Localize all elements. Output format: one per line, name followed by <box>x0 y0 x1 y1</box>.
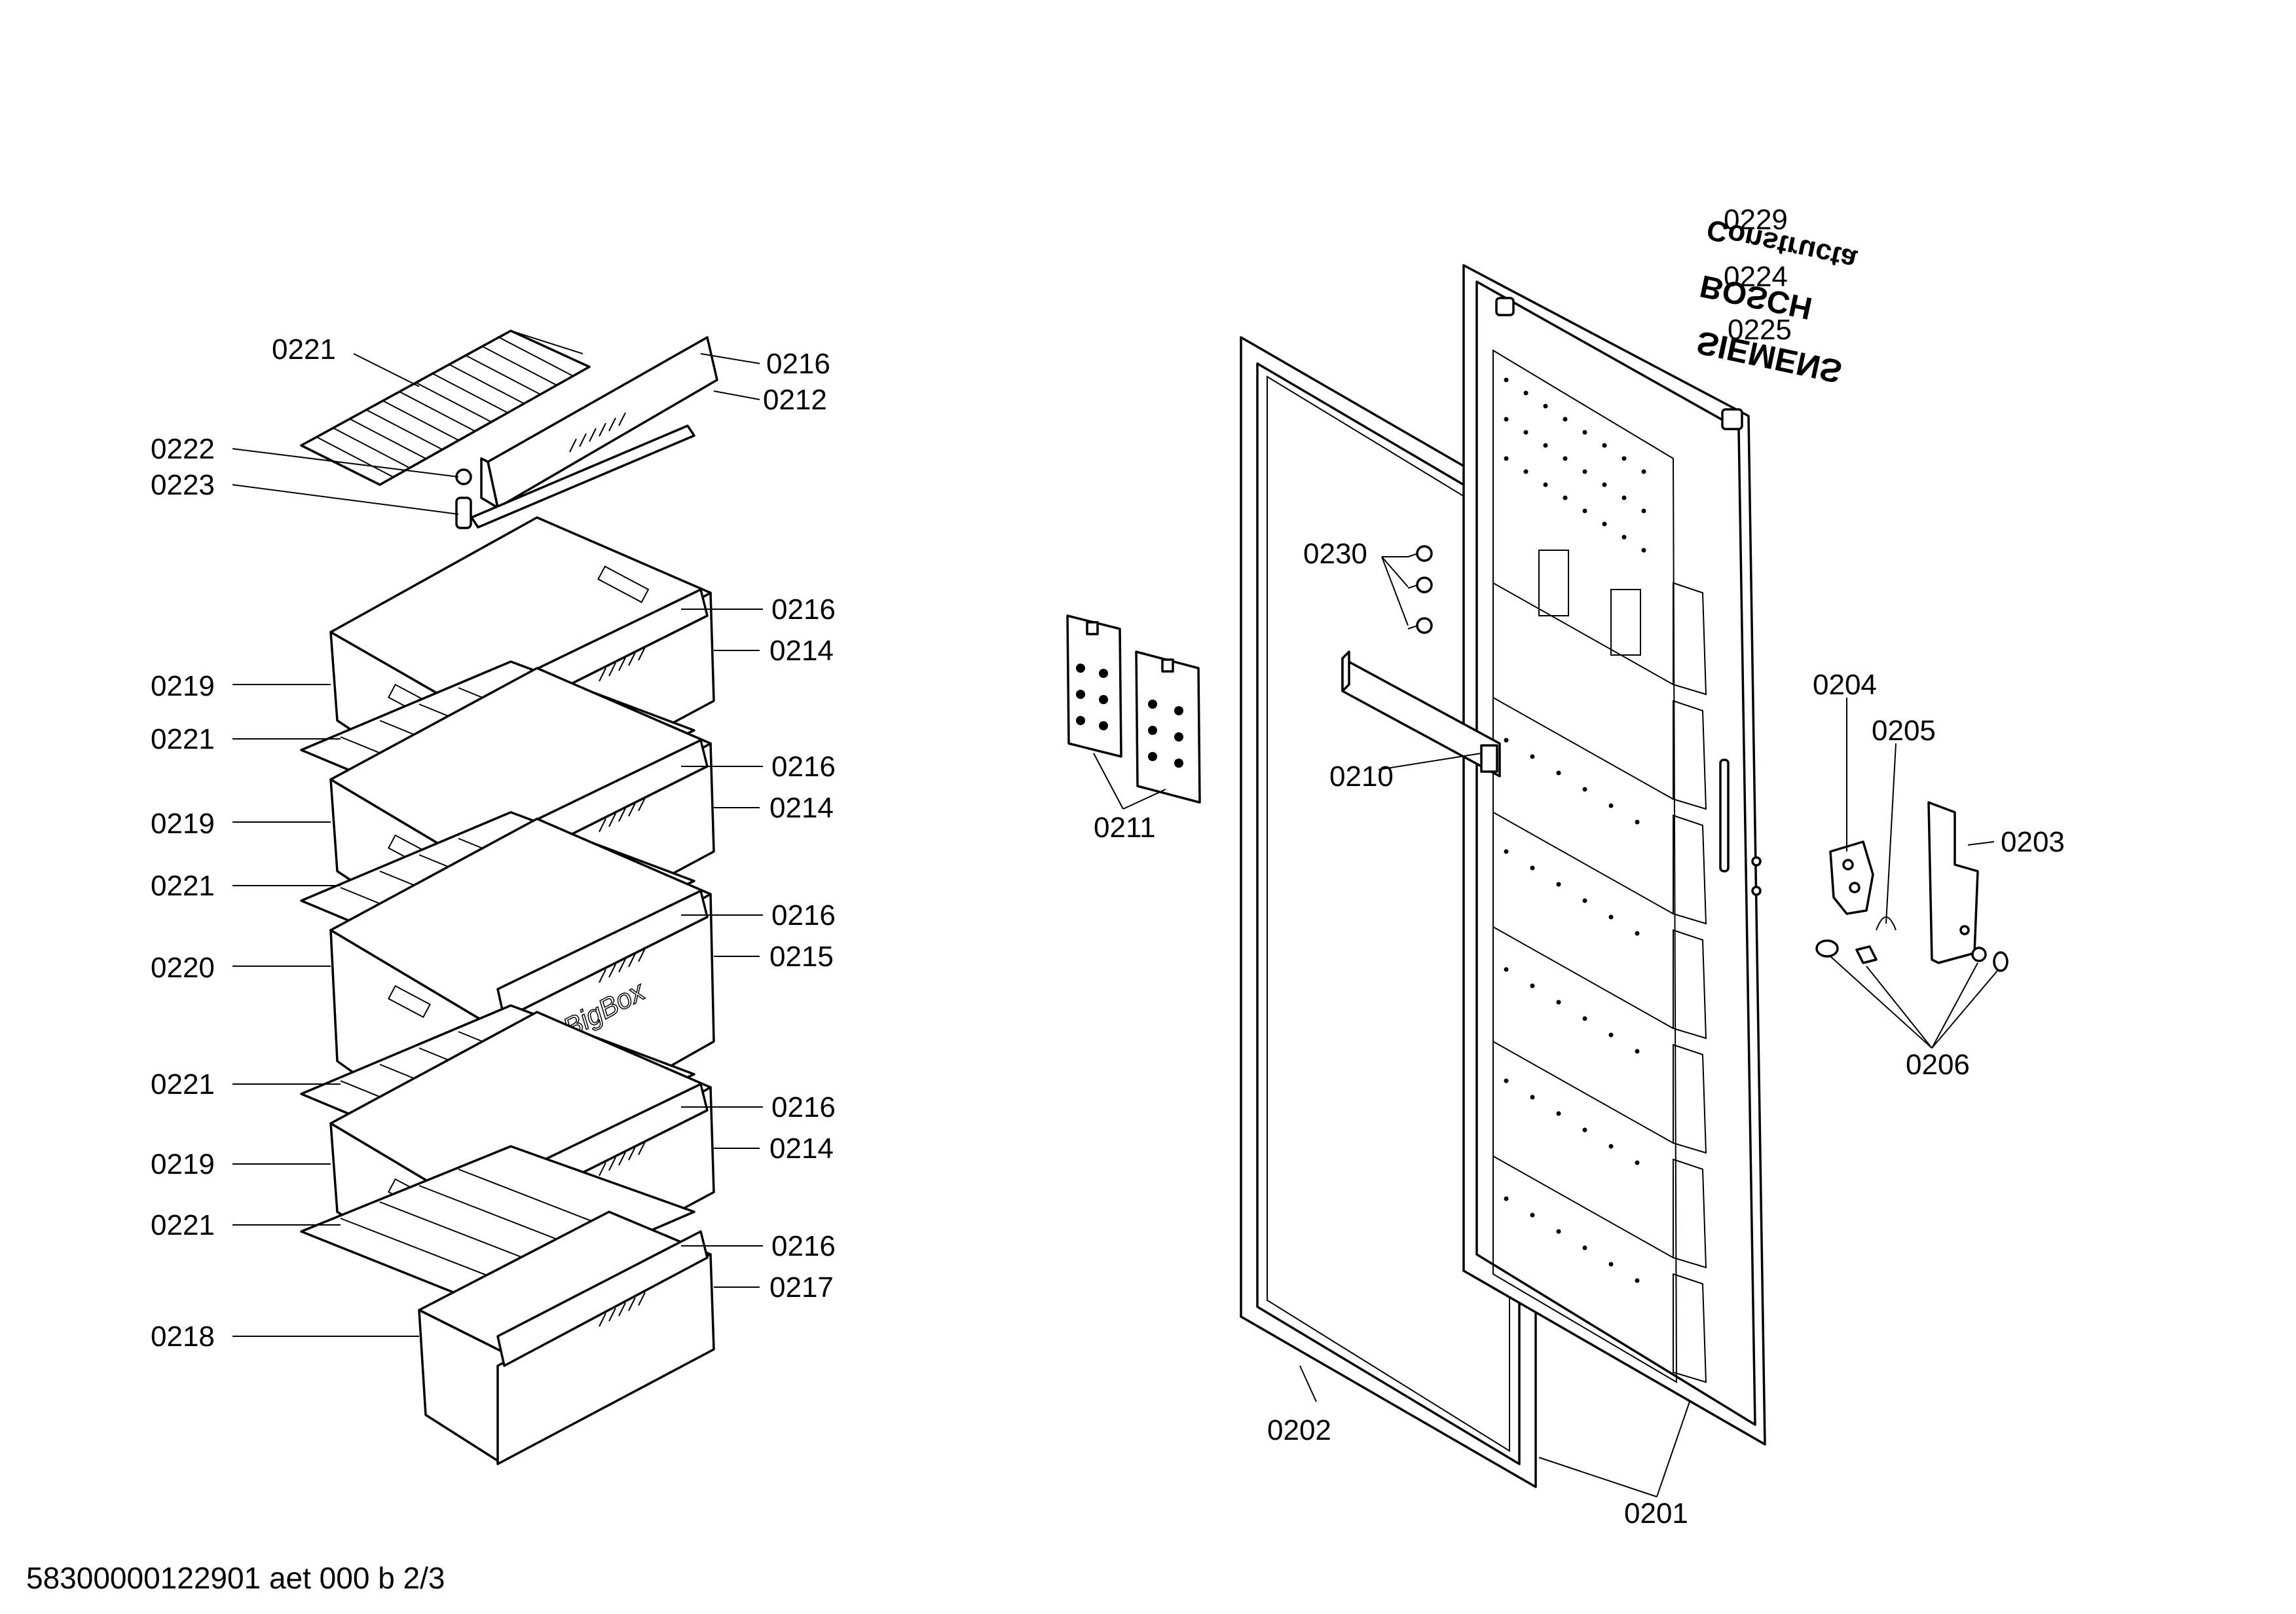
door-dot-pattern <box>1504 377 1646 1283</box>
door-handle-bar <box>1341 650 1501 778</box>
cold-packs <box>1066 614 1201 810</box>
label-0210: 0210 <box>1329 760 1394 793</box>
door-shelf-bins <box>1492 550 1707 1383</box>
label-0212: 0212 <box>763 384 827 416</box>
label-0220: 0220 <box>151 952 215 984</box>
drawer-stack: BigBox <box>300 329 718 1465</box>
left-leader-lines <box>232 353 763 1337</box>
label-0218: 0218 <box>151 1321 215 1353</box>
part-labels: 0221 0216 0212 0222 0223 0216 0214 0219 … <box>151 204 2065 1530</box>
label-0216-bottom: 0216 <box>771 1230 836 1262</box>
door-inner-liner <box>1462 264 1766 1446</box>
label-0201: 0201 <box>1624 1497 1688 1530</box>
label-0205: 0205 <box>1872 715 1936 747</box>
label-0214-d1: 0214 <box>769 635 834 667</box>
label-0223: 0223 <box>151 469 215 501</box>
label-0230: 0230 <box>1303 538 1367 570</box>
label-0225: 0225 <box>1728 314 1792 346</box>
label-0215: 0215 <box>769 941 834 973</box>
label-0214-d4: 0214 <box>769 1133 834 1165</box>
label-0211: 0211 <box>1094 812 1156 844</box>
label-0216-top: 0216 <box>766 348 830 380</box>
label-0219-d2: 0219 <box>151 808 215 840</box>
label-0216-bigbox: 0216 <box>771 899 836 931</box>
label-0216-d1: 0216 <box>771 593 836 626</box>
label-0202: 0202 <box>1267 1414 1331 1446</box>
label-0229: 0229 <box>1724 204 1788 236</box>
label-0222: 0222 <box>151 433 215 465</box>
label-0221-top: 0221 <box>272 333 336 366</box>
label-0217: 0217 <box>769 1271 834 1304</box>
top-flap <box>470 336 718 529</box>
label-0204: 0204 <box>1813 669 1877 701</box>
label-0214-d2: 0214 <box>769 792 834 824</box>
hinge-pin <box>455 468 472 529</box>
label-0216-d2: 0216 <box>771 751 836 783</box>
label-0224: 0224 <box>1724 261 1788 293</box>
top-shelf-grid <box>300 329 591 486</box>
label-0203: 0203 <box>2001 826 2065 858</box>
label-0221-s5: 0221 <box>151 1209 215 1241</box>
label-0219-d1: 0219 <box>151 670 215 702</box>
label-0216-d4: 0216 <box>771 1091 836 1123</box>
label-0221-s4: 0221 <box>151 1068 215 1100</box>
label-0219-d4: 0219 <box>151 1148 215 1180</box>
hinge-parts <box>1815 801 2009 1049</box>
document-footer-id: 58300000122901 aet 000 b 2/3 <box>26 1561 445 1595</box>
label-0206: 0206 <box>1906 1049 1970 1081</box>
door-leader-lines <box>1299 698 1995 1497</box>
door-seal <box>1240 336 1537 1488</box>
screws <box>1381 545 1433 634</box>
label-0221-s2: 0221 <box>151 723 215 755</box>
brand-nameplates: Constructa BOSCH SIEMENS <box>1694 213 1860 390</box>
label-0221-s3: 0221 <box>151 870 215 902</box>
bottom-drawer <box>418 1210 715 1465</box>
